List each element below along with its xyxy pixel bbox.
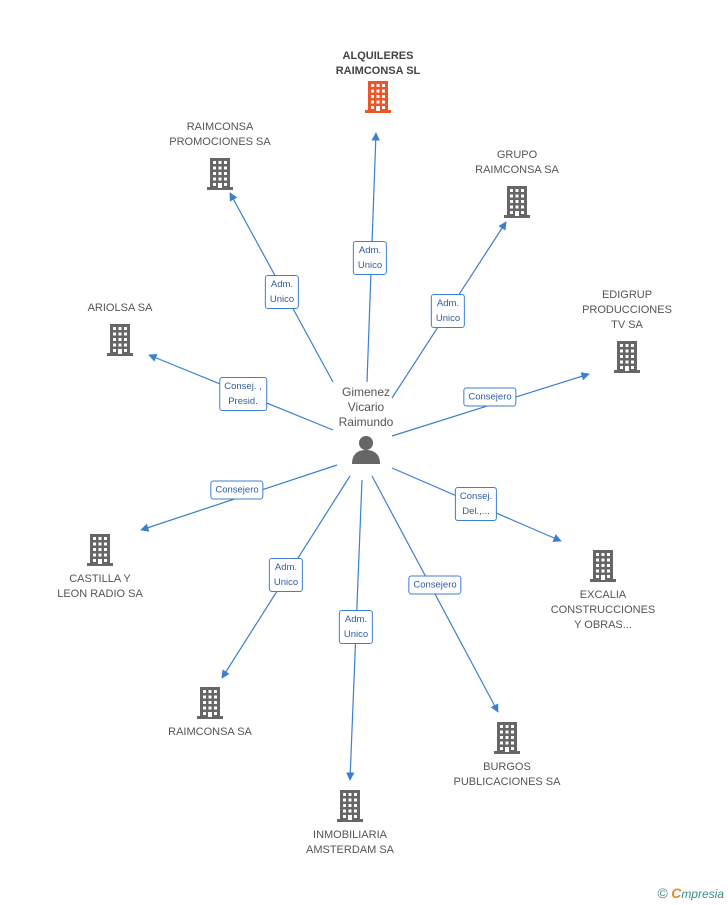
building-icon [365, 81, 391, 113]
edge-label-grupo-raimconsa[interactable]: Adm. Unico [430, 294, 466, 328]
company-inmobiliaria-amsterdam[interactable]: INMOBILIARIA AMSTERDAM SA [290, 788, 410, 858]
edge-label-raimconsa-promociones[interactable]: Adm. Unico [264, 275, 300, 309]
edge-label-ariolsa[interactable]: Consej. , Presid. [219, 377, 267, 411]
edge-label-alquileres[interactable]: Adm. Unico [352, 241, 388, 275]
edge-label-burgos-publicaciones[interactable]: Consejero [408, 575, 462, 595]
company-grupo-raimconsa[interactable]: GRUPO RAIMCONSA SA [457, 148, 577, 218]
building-icon [494, 722, 520, 754]
building-icon [504, 186, 530, 218]
copyright-symbol: © [657, 885, 668, 901]
edge-label-castilla-leon-radio[interactable]: Consejero [210, 480, 264, 500]
company-name: ARIOLSA SA [87, 302, 153, 314]
company-name: INMOBILIARIA AMSTERDAM SA [305, 829, 394, 856]
person-icon [352, 436, 380, 464]
building-icon [107, 324, 133, 356]
company-burgos-publicaciones[interactable]: BURGOS PUBLICACIONES SA [447, 720, 567, 790]
center-person[interactable]: Gimenez Vicario Raimundo [318, 385, 414, 464]
brand-logo-text: mpresia [681, 887, 724, 901]
edge-label-excalia[interactable]: Consej. Del.,... [454, 487, 498, 521]
company-raimconsa-promociones[interactable]: RAIMCONSA PROMOCIONES SA [160, 120, 280, 190]
brand-logo-initial: C [671, 885, 682, 901]
building-icon [337, 790, 363, 822]
company-castilla-leon-radio[interactable]: CASTILLA Y LEON RADIO SA [40, 532, 160, 602]
company-excalia[interactable]: EXCALIA CONSTRUCCIONES Y OBRAS... [543, 548, 663, 633]
building-icon [197, 687, 223, 719]
edge-label-edigrup[interactable]: Consejero [463, 387, 517, 407]
company-name: ALQUILERES RAIMCONSA SL [335, 50, 421, 77]
company-name: CASTILLA Y LEON RADIO SA [57, 573, 143, 600]
company-raimconsa-sa[interactable]: RAIMCONSA SA [150, 685, 270, 740]
building-icon [614, 341, 640, 373]
company-name: EDIGRUP PRODUCCIONES TV SA [582, 289, 672, 331]
company-name: EXCALIA CONSTRUCCIONES Y OBRAS... [550, 589, 656, 631]
company-name: RAIMCONSA PROMOCIONES SA [169, 121, 271, 148]
edge-label-raimconsa-sa[interactable]: Adm. Unico [268, 558, 304, 592]
footer-brand: © Cmpresia [658, 885, 724, 901]
edge-label-inmobiliaria-amsterdam[interactable]: Adm. Unico [338, 610, 374, 644]
company-name: RAIMCONSA SA [168, 726, 252, 738]
company-alquileres[interactable]: ALQUILERES RAIMCONSA SL [318, 49, 438, 113]
building-icon [590, 550, 616, 582]
building-icon [87, 534, 113, 566]
company-ariolsa[interactable]: ARIOLSA SA [60, 301, 180, 356]
company-name: GRUPO RAIMCONSA SA [475, 149, 559, 176]
company-name: BURGOS PUBLICACIONES SA [453, 761, 561, 788]
company-edigrup[interactable]: EDIGRUP PRODUCCIONES TV SA [567, 288, 687, 373]
building-icon [207, 158, 233, 190]
center-person-name: Gimenez Vicario Raimundo [338, 385, 394, 429]
